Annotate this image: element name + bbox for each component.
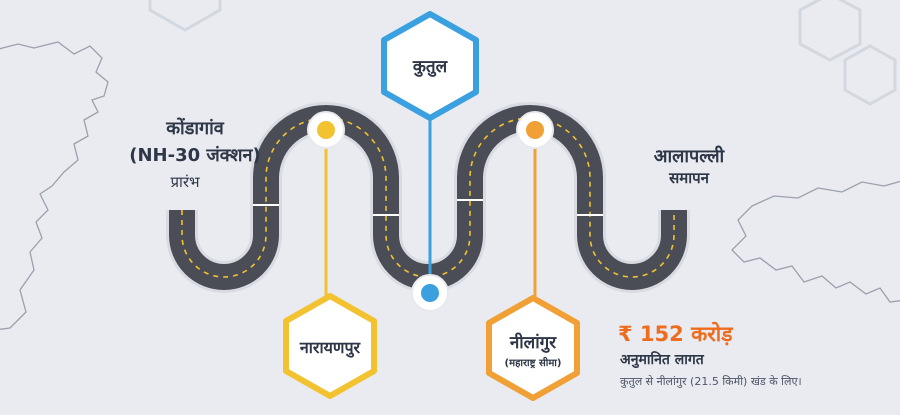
node-pin-kutul (411, 274, 449, 312)
cost-note: कुतुल से नीलांगुर (21.5 किमी) खंड के लिए… (620, 375, 802, 388)
nilangur-label: नीलांगुर (509, 333, 557, 353)
narayanpur-label: नारायणपुर (299, 338, 361, 357)
end-name: आलापल्ली (653, 146, 725, 167)
node-pin-nilangur (516, 111, 554, 149)
start-name: कोंडागांव (166, 118, 224, 139)
node-connectors (324, 108, 537, 300)
nilangur-sublabel: (महाराष्ट्र सीमा) (504, 358, 562, 369)
start-tag: प्रारंभ (170, 173, 200, 191)
cost-amount: ₹ 152 करोड़ (618, 322, 733, 346)
node-pin-narayanpur (307, 111, 345, 149)
serpentine-road (166, 102, 690, 293)
cost-label: अनुमानित लागत (620, 352, 704, 368)
hexagon-kutul (381, 11, 479, 121)
map-outline-left (0, 41, 109, 330)
start-junction: (NH-30 जंक्शन) (129, 145, 261, 166)
hexagon-nilangur (486, 295, 580, 401)
kutul-label: कुतुल (412, 57, 448, 77)
map-outline-right (731, 180, 900, 303)
hexagon-narayanpur (283, 293, 377, 399)
end-tag: समापन (669, 169, 709, 187)
background-hexagons (148, 0, 897, 106)
